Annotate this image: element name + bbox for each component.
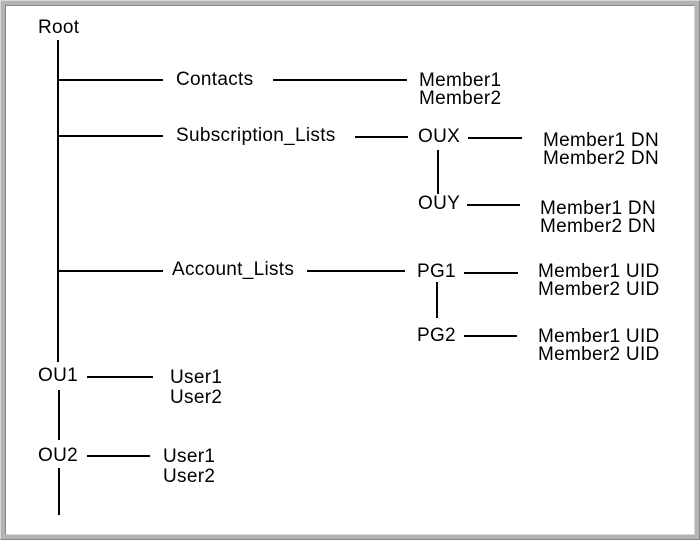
- member-label: Member2 DN: [540, 216, 656, 237]
- node-pg2: PG2: [417, 325, 456, 346]
- connector-ouy-members: [467, 204, 520, 206]
- member-label: Member1 DN: [540, 198, 656, 219]
- member-label: Member2: [419, 88, 502, 109]
- node-account-lists: Account_Lists: [172, 259, 295, 280]
- connector-subscription-lists-oux: [355, 136, 408, 138]
- member-label: Member1 UID: [538, 261, 660, 282]
- member-label: Member2 UID: [538, 344, 660, 365]
- node-ou1: OU1: [38, 365, 78, 386]
- connector-pg1-members: [464, 272, 518, 274]
- contacts-member-list: Member1 Member2: [419, 70, 502, 109]
- connector-ou2-users: [87, 455, 150, 457]
- connector-oux-ouy: [437, 150, 439, 194]
- node-ouy: OUY: [418, 193, 461, 214]
- node-contacts: Contacts: [176, 69, 254, 90]
- connector-ou2-tail: [58, 468, 60, 515]
- member-label: Member2 UID: [538, 279, 660, 300]
- member-label: Member1 UID: [538, 326, 660, 347]
- node-subscription-lists: Subscription_Lists: [176, 125, 336, 146]
- user-label: User1: [170, 367, 223, 388]
- pg2-member-list: Member1 UID Member2 UID: [538, 326, 660, 365]
- pg1-member-list: Member1 UID Member2 UID: [538, 261, 660, 300]
- member-label: Member1: [419, 70, 502, 91]
- connector-contacts-members: [273, 79, 407, 81]
- connector-pg1-pg2: [436, 282, 438, 318]
- ou1-user-list: User1 User2: [170, 368, 222, 408]
- user-label: User1: [163, 446, 216, 467]
- member-label: Member2 DN: [543, 148, 659, 169]
- member-label: Member1 DN: [543, 130, 659, 151]
- connector-ou1-ou2: [58, 390, 60, 440]
- node-root: Root: [38, 17, 80, 38]
- connector-ou1-users: [87, 376, 153, 378]
- connector-root-account-lists: [57, 270, 163, 272]
- ouy-member-list: Member1 DN Member2 DN: [540, 198, 656, 237]
- node-ou2: OU2: [38, 445, 78, 466]
- node-pg1: PG1: [417, 261, 456, 282]
- connector-root-trunk: [57, 40, 59, 362]
- node-oux: OUX: [418, 126, 461, 147]
- ou2-user-list: User1 User2: [163, 447, 215, 487]
- connector-root-contacts: [57, 79, 163, 81]
- oux-member-list: Member1 DN Member2 DN: [543, 130, 659, 169]
- connector-account-lists-pg1: [307, 270, 405, 272]
- connector-pg2-members: [464, 335, 517, 337]
- connector-oux-members: [468, 137, 522, 139]
- user-label: User2: [170, 387, 223, 408]
- user-label: User2: [163, 466, 216, 487]
- connector-root-subscription-lists: [57, 135, 163, 137]
